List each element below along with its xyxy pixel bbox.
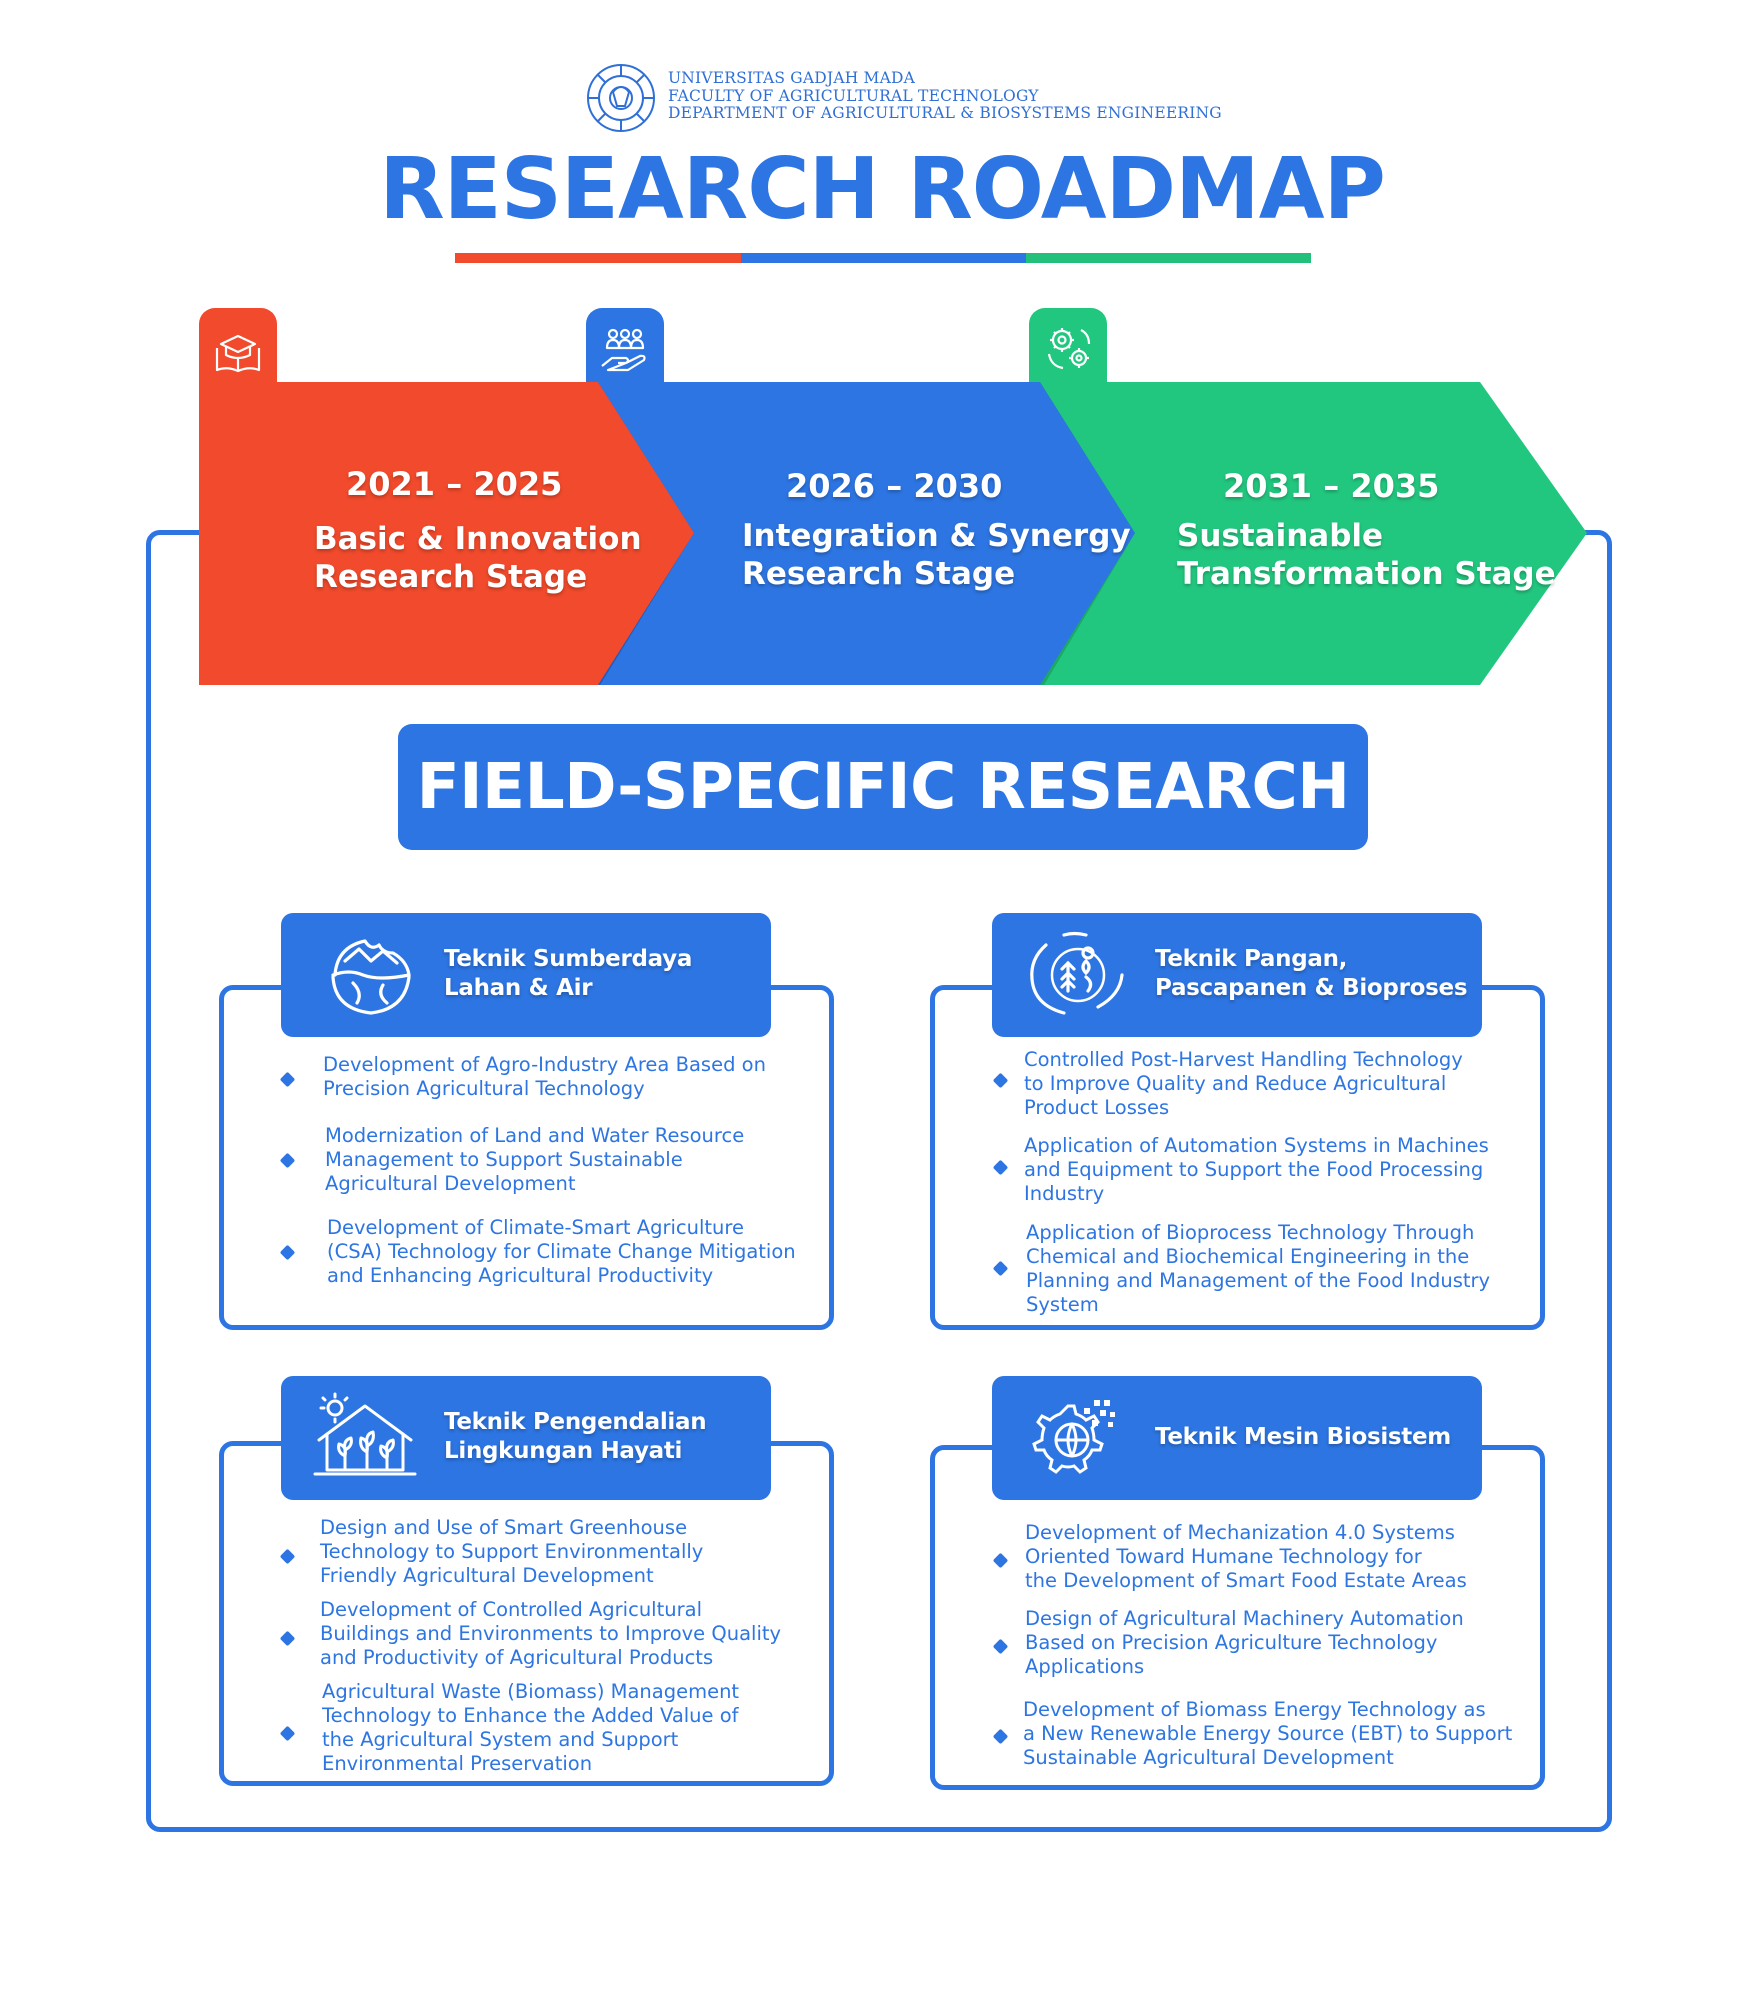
people-hand-icon <box>601 328 646 372</box>
card-food-bioprocess-heading-2: Pascapanen & Bioproses <box>1155 975 1468 1001</box>
list-item: Development of Controlled Agricultural B… <box>320 1598 782 1669</box>
card-biosystem-machinery-heading-1: Teknik Mesin Biosistem <box>1155 1424 1451 1450</box>
card-food-bioprocess <box>930 985 1545 1330</box>
title-bar-green <box>1026 253 1311 263</box>
card-land-water-heading-2: Lahan & Air <box>444 975 593 1001</box>
stage-1-years: 2021 – 2025 <box>346 465 563 503</box>
stage-1-label-line-2: Research Stage <box>314 559 588 595</box>
institution-department: DEPARTMENT OF AGRICULTURAL & BIOSYSTEMS … <box>668 104 1222 122</box>
card-land-water <box>219 985 834 1330</box>
institution-faculty: FACULTY OF AGRICULTURAL TECHNOLOGY <box>668 86 1039 105</box>
stage-1-text: 2021 – 2025 Basic & Innovation Research … <box>314 465 642 596</box>
land-water-icon <box>331 939 411 1015</box>
institution-university: UNIVERSITAS GADJAH MADA <box>668 69 916 87</box>
stage-2-tab <box>586 308 664 392</box>
list-item: Development of Mechanization 4.0 Systems… <box>1025 1521 1467 1592</box>
card-environment-control-heading-1: Teknik Pengendalian <box>444 1409 707 1435</box>
food-processing-icon <box>1030 931 1124 1015</box>
list-item: Design and Use of Smart Greenhouse Techn… <box>320 1516 704 1587</box>
stage-3-tab <box>1029 308 1107 392</box>
card-land-water-header: Teknik Sumberdaya Lahan & Air <box>281 913 771 1037</box>
list-item: Development of Biomass Energy Technology… <box>1023 1698 1513 1769</box>
card-biosystem-machinery-header: Teknik Mesin Biosistem <box>992 1376 1482 1500</box>
stage-3-years: 2031 – 2035 <box>1223 467 1440 505</box>
book-graduation-icon <box>215 334 261 373</box>
gears-cycle-icon <box>1047 328 1091 370</box>
card-land-water-heading-1: Teknik Sumberdaya <box>444 946 693 972</box>
stage-2-label-line-2: Research Stage <box>742 556 1016 592</box>
institution-block: UNIVERSITAS GADJAH MADA FACULTY OF AGRIC… <box>668 69 1222 123</box>
page-title: RESEARCH ROADMAP <box>379 140 1386 239</box>
card-environment-control-heading-2: Lingkungan Hayati <box>444 1438 683 1464</box>
title-bar-blue <box>741 253 1026 263</box>
stage-2-text: 2026 – 2030 Integration & Synergy Resear… <box>742 467 1131 593</box>
university-logo-icon <box>587 64 655 132</box>
stage-1-label-line-1: Basic & Innovation <box>314 521 642 557</box>
stage-2-label-line-1: Integration & Synergy <box>742 518 1131 554</box>
list-item: Application of Automation Systems in Mac… <box>1024 1134 1489 1205</box>
card-food-bioprocess-header: Teknik Pangan, Pascapanen & Bioproses <box>992 913 1482 1037</box>
gear-globe-icon <box>1032 1400 1115 1474</box>
list-item: Agricultural Waste (Biomass) Management … <box>322 1680 740 1775</box>
list-item: Design of Agricultural Machinery Automat… <box>1025 1607 1464 1678</box>
card-food-bioprocess-heading-1: Teknik Pangan, <box>1155 946 1348 972</box>
stage-3-label-line-1: Sustainable <box>1177 518 1384 554</box>
list-item: Development of Climate-Smart Agriculture… <box>327 1216 796 1287</box>
title-bar-red <box>455 253 741 263</box>
card-environment-control-header: Teknik Pengendalian Lingkungan Hayati <box>281 1376 771 1500</box>
list-item: Development of Agro-Industry Area Based … <box>323 1053 766 1100</box>
card-biosystem-machinery <box>930 1445 1545 1790</box>
greenhouse-icon <box>313 1392 417 1476</box>
list-item: Controlled Post-Harvest Handling Technol… <box>1024 1048 1463 1119</box>
stage-3-label-line-2: Transformation Stage <box>1177 556 1556 592</box>
stage-1-tab <box>199 308 277 392</box>
list-item: Application of Bioprocess Technology Thr… <box>1026 1221 1491 1316</box>
list-item: Modernization of Land and Water Resource… <box>325 1124 745 1195</box>
stage-2-years: 2026 – 2030 <box>786 467 1003 505</box>
stage-3-text: 2031 – 2035 Sustainable Transformation S… <box>1177 467 1556 593</box>
field-specific-title: FIELD-SPECIFIC RESEARCH <box>398 724 1368 850</box>
